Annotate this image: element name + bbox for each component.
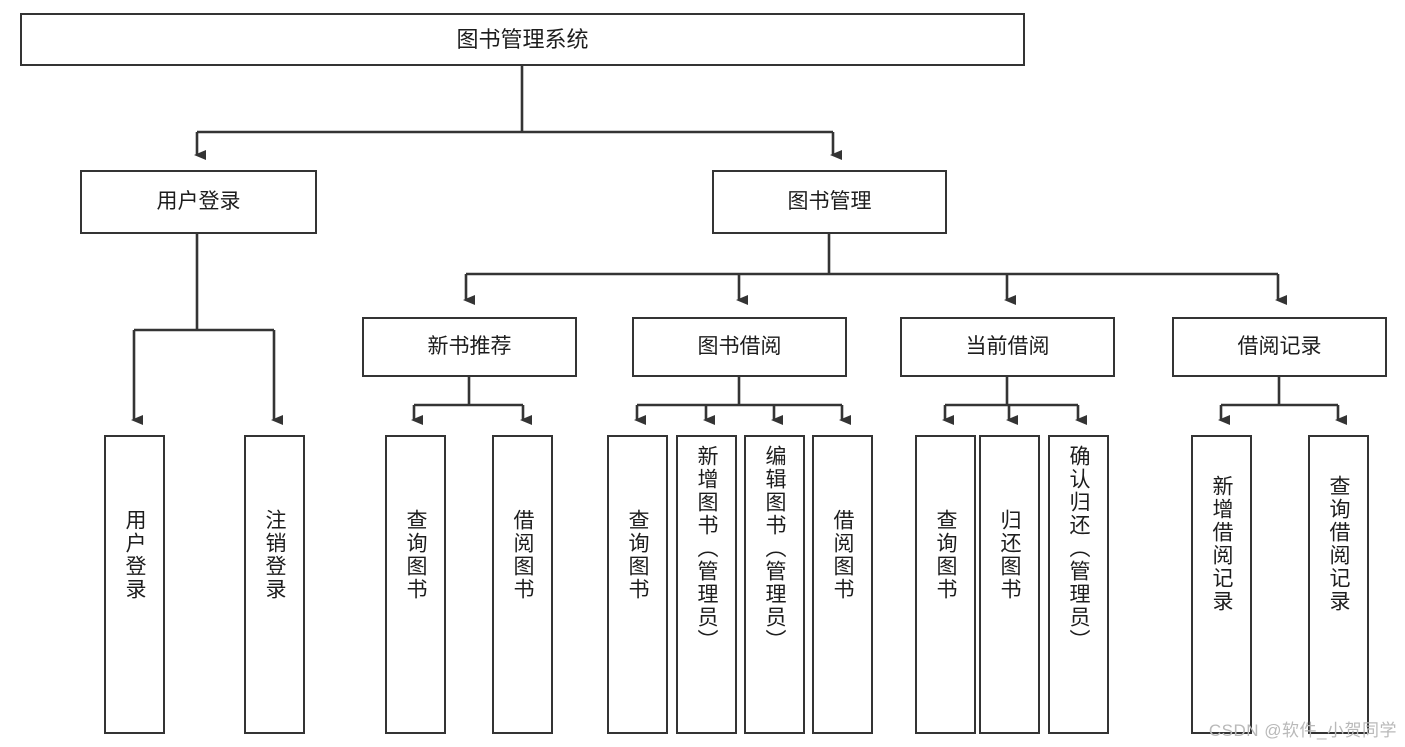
node-root-label: 图书管理系统 <box>456 26 589 52</box>
leaf-query-book-3-label: 查询图书 <box>934 509 957 601</box>
leaf-query-record[interactable]: 查询借阅记录 <box>1308 435 1369 734</box>
node-user-login-label: 用户登录 <box>156 189 241 213</box>
leaf-user-login[interactable]: 用户登录 <box>104 435 165 734</box>
node-user-login[interactable]: 用户登录 <box>80 170 317 234</box>
leaf-edit-book-label: 编辑图书（管理员） <box>763 445 786 652</box>
leaf-query-book-2[interactable]: 查询图书 <box>607 435 668 734</box>
leaf-add-book-label: 新增图书（管理员） <box>695 445 718 652</box>
leaf-query-record-label: 查询借阅记录 <box>1327 475 1350 613</box>
leaf-edit-book[interactable]: 编辑图书（管理员） <box>744 435 805 734</box>
leaf-query-book-1-label: 查询图书 <box>404 509 427 601</box>
node-borrow-record-label: 借阅记录 <box>1237 334 1322 358</box>
leaf-borrow-book-2-label: 借阅图书 <box>831 509 854 601</box>
node-borrow-record[interactable]: 借阅记录 <box>1172 317 1387 377</box>
leaf-confirm-return-label: 确认归还（管理员） <box>1067 445 1090 652</box>
node-book-borrow[interactable]: 图书借阅 <box>632 317 847 377</box>
leaf-borrow-book-1-label: 借阅图书 <box>511 509 534 601</box>
node-new-book-rec[interactable]: 新书推荐 <box>362 317 577 377</box>
leaf-add-book[interactable]: 新增图书（管理员） <box>676 435 737 734</box>
leaf-query-book-3[interactable]: 查询图书 <box>915 435 976 734</box>
leaf-return-book-label: 归还图书 <box>998 509 1021 601</box>
node-book-manage[interactable]: 图书管理 <box>712 170 947 234</box>
leaf-borrow-book-1[interactable]: 借阅图书 <box>492 435 553 734</box>
leaf-borrow-book-2[interactable]: 借阅图书 <box>812 435 873 734</box>
csdn-watermark: CSDN @软件_小贺同学 <box>1208 721 1397 740</box>
leaf-logout[interactable]: 注销登录 <box>244 435 305 734</box>
node-new-book-rec-label: 新书推荐 <box>427 334 512 358</box>
leaf-add-record-label: 新增借阅记录 <box>1210 475 1233 613</box>
leaf-user-login-label: 用户登录 <box>123 509 146 601</box>
node-current-borrow[interactable]: 当前借阅 <box>900 317 1115 377</box>
leaf-confirm-return[interactable]: 确认归还（管理员） <box>1048 435 1109 734</box>
node-current-borrow-label: 当前借阅 <box>965 334 1050 358</box>
node-book-borrow-label: 图书借阅 <box>697 334 782 358</box>
leaf-logout-label: 注销登录 <box>263 509 286 601</box>
leaf-query-book-2-label: 查询图书 <box>626 509 649 601</box>
node-book-manage-label: 图书管理 <box>787 189 872 213</box>
node-root[interactable]: 图书管理系统 <box>20 13 1025 66</box>
leaf-query-book-1[interactable]: 查询图书 <box>385 435 446 734</box>
leaf-add-record[interactable]: 新增借阅记录 <box>1191 435 1252 734</box>
leaf-return-book[interactable]: 归还图书 <box>979 435 1040 734</box>
